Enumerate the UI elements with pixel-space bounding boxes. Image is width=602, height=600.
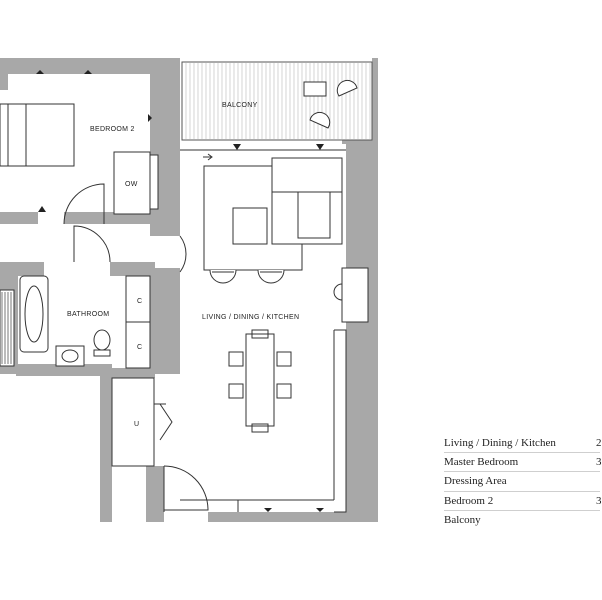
living-room-lines bbox=[180, 149, 369, 513]
area-row-bedroom-2: Bedroom 2 3 bbox=[444, 492, 602, 511]
bathroom-fixtures bbox=[19, 225, 151, 369]
area-schedule: Living / Dining / Kitchen 2 Master Bedroo… bbox=[444, 434, 602, 529]
window-marks bbox=[0, 289, 15, 367]
area-name: Bedroom 2 bbox=[444, 494, 494, 507]
label-cupboard-1: C bbox=[137, 298, 142, 305]
label-cupboard-2: C bbox=[137, 344, 142, 351]
label-balcony: BALCONY bbox=[222, 102, 258, 109]
utility-and-doors bbox=[111, 235, 209, 512]
label-bathroom: BATHROOM bbox=[67, 311, 109, 318]
area-value: 3 bbox=[596, 456, 602, 469]
label-living-dining-kitchen: LIVING / DINING / KITCHEN bbox=[202, 314, 299, 321]
area-name: Master Bedroom bbox=[444, 456, 519, 469]
area-row-master-bedroom: Master Bedroom 3 bbox=[444, 453, 602, 473]
area-name: Balcony bbox=[444, 513, 481, 526]
radiator-lines bbox=[1, 292, 12, 364]
area-row-living: Living / Dining / Kitchen 2 bbox=[444, 434, 602, 454]
balcony-area bbox=[181, 61, 373, 141]
area-value: 2 bbox=[596, 437, 602, 449]
bedroom-2-furniture bbox=[0, 103, 159, 225]
area-row-dressing: Dressing Area bbox=[444, 472, 600, 492]
area-name: Living / Dining / Kitchen bbox=[444, 437, 556, 449]
area-row-balcony: Balcony bbox=[444, 511, 600, 529]
area-name: Dressing Area bbox=[444, 475, 507, 488]
area-value: 3 bbox=[596, 494, 602, 507]
window-markers bbox=[36, 70, 324, 512]
label-bedroom-2: BEDROOM 2 bbox=[90, 126, 135, 133]
label-ow: OW bbox=[125, 181, 138, 188]
label-utility: U bbox=[134, 421, 139, 428]
